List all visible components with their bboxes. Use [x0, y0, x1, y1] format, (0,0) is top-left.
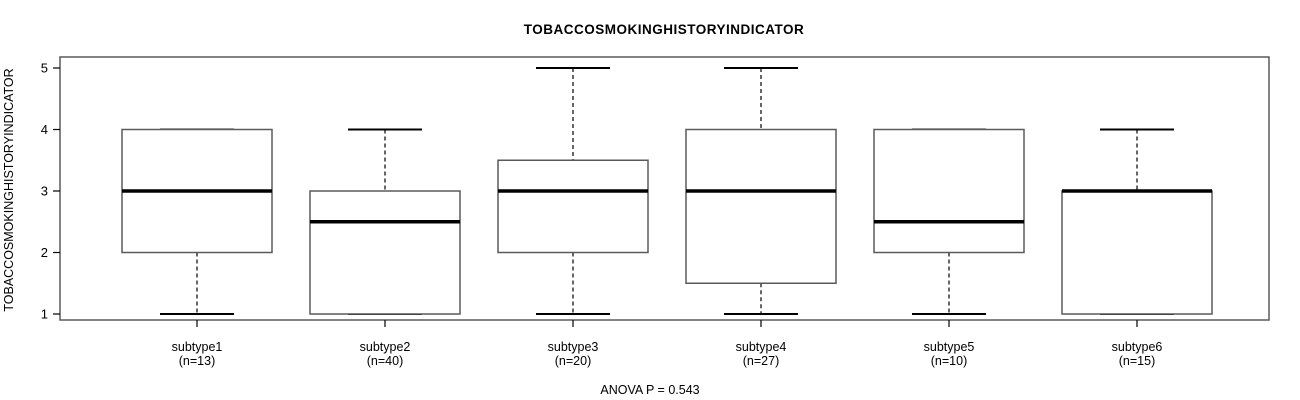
- group-n-label: (n=40): [367, 354, 403, 368]
- chart-title: TOBACCOSMOKINGHISTORYINDICATOR: [524, 22, 805, 37]
- group-n-label: (n=20): [555, 354, 591, 368]
- group-n-label: (n=27): [743, 354, 779, 368]
- y-tick-label: 2: [41, 245, 48, 260]
- iqr-box: [309, 190, 461, 315]
- y-tick-label: 1: [41, 307, 48, 322]
- plot-area: 1 2 3 4 5 subtype1(n=13) subtype2(n=40) subtype…: [41, 56, 1270, 368]
- group-label: subtype5: [924, 340, 975, 354]
- y-tick-label: 4: [41, 122, 48, 137]
- group-n-label: (n=10): [931, 354, 967, 368]
- group-n-label: (n=15): [1119, 354, 1155, 368]
- y-tick-label: 3: [41, 184, 48, 199]
- y-tick-label: 5: [41, 61, 48, 76]
- iqr-box: [497, 159, 649, 254]
- group-label: subtype3: [548, 340, 599, 354]
- anova-p-label: ANOVA P = 0.543: [600, 383, 699, 397]
- group-n-label: (n=13): [179, 354, 215, 368]
- y-axis-label: TOBACCOSMOKINGHISTORYINDICATOR: [2, 68, 16, 311]
- group-label: subtype6: [1112, 340, 1163, 354]
- group-label: subtype1: [172, 340, 223, 354]
- plot-frame: [59, 56, 1270, 321]
- iqr-box: [1061, 190, 1213, 315]
- group-label: subtype4: [736, 340, 787, 354]
- iqr-box: [685, 128, 837, 284]
- iqr-box: [873, 128, 1025, 254]
- group-label: subtype2: [360, 340, 411, 354]
